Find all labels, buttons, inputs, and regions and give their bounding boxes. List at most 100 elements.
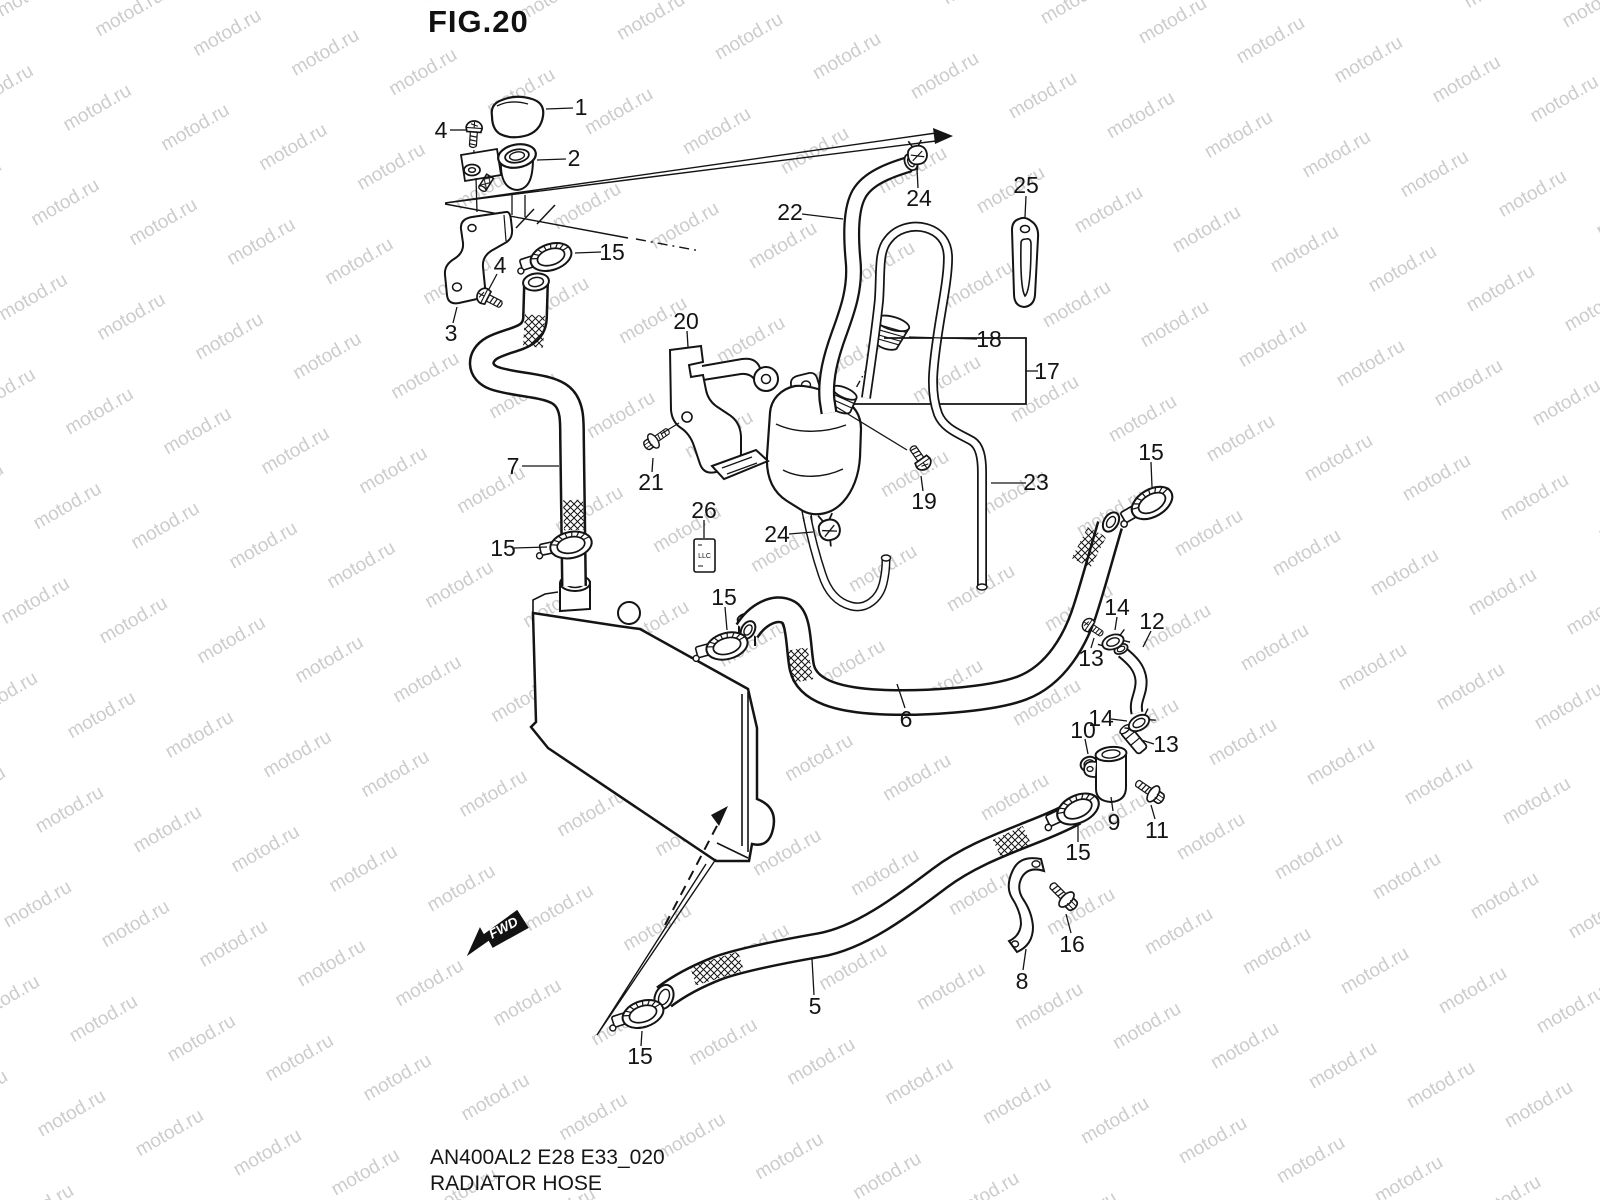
union-cluster: [1079, 615, 1169, 809]
filler-neck-2: [459, 143, 537, 217]
watermark-text: motod.ru: [613, 0, 688, 45]
watermark-text: motod.ru: [189, 5, 264, 61]
watermark-text: motod.ru: [1273, 1132, 1348, 1188]
watermark-text: motod.ru: [881, 1054, 956, 1110]
watermark-text: motod.ru: [32, 782, 107, 838]
watermark-text: motod.ru: [879, 750, 954, 806]
callout-leader-6: [896, 683, 906, 709]
watermark-text: motod.ru: [745, 218, 820, 274]
watermark-text: motod.ru: [1497, 470, 1572, 526]
watermark-text: motod.ru: [647, 198, 722, 254]
watermark-text: motod.ru: [0, 971, 43, 1027]
callout-leader-21: [651, 457, 654, 473]
watermark-text: motod.ru: [1141, 904, 1216, 960]
watermark-text: motod.ru: [1301, 430, 1376, 486]
tank-drain-tube: [802, 516, 892, 612]
watermark-text: motod.ru: [1465, 564, 1540, 620]
callout-leader-15: [513, 546, 548, 549]
watermark-text: motod.ru: [230, 1125, 305, 1181]
watermark-text: motod.ru: [255, 119, 330, 175]
watermark-text: motod.ru: [1533, 982, 1600, 1038]
watermark-text: motod.ru: [1397, 146, 1472, 202]
watermark-text: motod.ru: [686, 1014, 761, 1070]
reservoir-tank: [765, 371, 863, 523]
callout-leader-3: [452, 306, 458, 324]
callout-leader-22: [801, 213, 844, 220]
watermark-text: motod.ru: [1169, 202, 1244, 258]
callout-leader-24: [916, 167, 919, 189]
watermark-text: motod.ru: [126, 194, 201, 250]
watermark-text: motod.ru: [581, 84, 656, 140]
watermark-text: motod.ru: [128, 498, 203, 554]
watermark-text: motod.ru: [1463, 261, 1538, 317]
watermark-text: motod.ru: [321, 234, 396, 290]
watermark-text: motod.ru: [0, 1066, 11, 1122]
watermark-text: motod.ru: [654, 1109, 729, 1165]
callout-leader-16: [1065, 913, 1072, 934]
watermark-text: motod.ru: [356, 443, 431, 499]
watermark-text: motod.ru: [0, 573, 73, 629]
callout-19: 19: [911, 488, 937, 514]
watermark-text: motod.ru: [456, 766, 531, 822]
watermark-text: motod.ru: [947, 1168, 1022, 1200]
watermark-text: motod.ru: [387, 348, 462, 404]
callout-15: 15: [1065, 839, 1091, 865]
watermark-text: motod.ru: [1331, 32, 1406, 88]
watermark-text: motod.ru: [1077, 1093, 1152, 1149]
callout-leader-15: [574, 251, 602, 254]
callout-8: 8: [1016, 968, 1029, 994]
callout-3: 3: [445, 320, 458, 346]
watermark-text: motod.ru: [1529, 375, 1600, 431]
watermark-text: motod.ru: [160, 403, 235, 459]
watermark-text: motod.ru: [326, 841, 401, 897]
watermark-text: motod.ru: [0, 0, 69, 21]
callout-20: 20: [673, 308, 699, 334]
callout-leader-15: [1150, 461, 1153, 488]
callout-15: 15: [711, 584, 737, 610]
radiator-inlet-hose-6: [735, 511, 1123, 716]
radiator-mount-tab: [617, 601, 641, 625]
watermark-text: motod.ru: [390, 652, 465, 708]
watermark-text: motod.ru: [1495, 166, 1570, 222]
llc-label-text: LLC: [698, 553, 711, 560]
watermark-text: motod.ru: [92, 0, 167, 41]
callout-2: 2: [568, 145, 581, 171]
callout-14: 14: [1104, 594, 1130, 620]
callout-leader-18: [908, 336, 978, 340]
watermark-text: motod.ru: [1333, 336, 1408, 392]
watermark-text: motod.ru: [1337, 943, 1412, 999]
watermark-text: motod.ru: [1431, 355, 1506, 411]
watermark-text: motod.ru: [358, 746, 433, 802]
callout-15: 15: [1138, 439, 1164, 465]
watermark-text: motod.ru: [1299, 127, 1374, 183]
watermark-text: motod.ru: [1269, 525, 1344, 581]
callout-leader-10: [1084, 738, 1089, 755]
callout-7: 7: [507, 453, 520, 479]
hose-clamp-15f: [603, 994, 668, 1039]
watermark-text: motod.ru: [258, 423, 333, 479]
callout-17: 17: [1034, 358, 1060, 384]
watermark-text: motod.ru: [0, 155, 5, 211]
watermark-text: motod.ru: [1237, 620, 1312, 676]
small-hose-12: [1113, 643, 1148, 715]
watermark-text: motod.ru: [1109, 998, 1184, 1054]
callout-layer: 1234456789101112131314141515151515151617…: [435, 94, 1179, 1069]
watermark-text: motod.ru: [1559, 0, 1600, 32]
watermark-text: motod.ru: [1461, 0, 1536, 13]
watermark-text: motod.ru: [292, 632, 367, 688]
watermark-text: motod.ru: [583, 387, 658, 443]
watermark-text: motod.ru: [1005, 68, 1080, 124]
watermark-text: motod.ru: [192, 309, 267, 365]
callout-leader-13: [1090, 637, 1095, 649]
watermark-text: motod.ru: [679, 103, 754, 159]
watermark-text: motod.ru: [228, 821, 303, 877]
watermark-text: motod.ru: [94, 289, 169, 345]
watermark-text: motod.ru: [909, 352, 984, 408]
callout-leader-20: [686, 330, 689, 348]
watermark-text: motod.ru: [1103, 87, 1178, 143]
watermark-text: motod.ru: [1467, 868, 1542, 924]
watermark-text: motod.ru: [385, 44, 460, 100]
callout-leader-8: [1022, 948, 1027, 971]
watermark-text: motod.ru: [1527, 71, 1600, 127]
